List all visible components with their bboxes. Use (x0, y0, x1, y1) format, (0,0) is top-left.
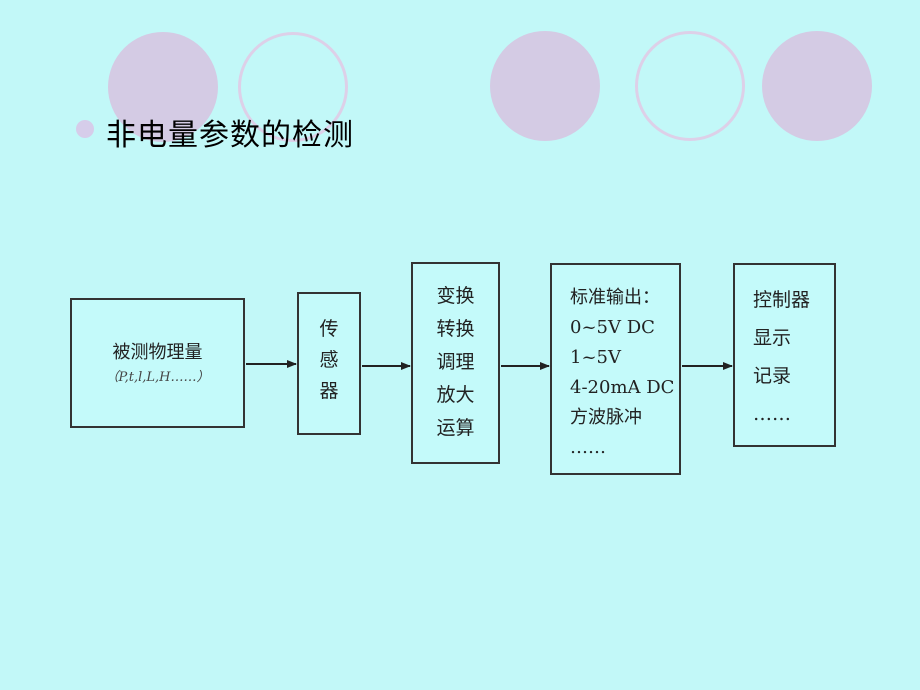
box-standard-output: 标准输出： 0~5V DC 1~5V 4-20mA DC 方波脉冲 …… (550, 263, 681, 475)
slide-heading: 非电量参数的检测 (106, 118, 354, 153)
box3-line: 运算 (436, 417, 475, 439)
decor-circle-outline-1 (238, 32, 348, 142)
box2-line: 传 (319, 318, 339, 340)
box3-line: 变换 (436, 285, 475, 307)
box-sensor: 传 感 器 (297, 292, 361, 435)
box-controller: 控制器 显示 记录 …… (733, 263, 836, 447)
box1-line2: （P,t,l,L,H……） (105, 370, 210, 385)
decor-circle-outline-2 (635, 31, 745, 141)
box5-line: 控制器 (753, 289, 811, 311)
box4-line: 标准输出： (570, 287, 660, 308)
box5-line: 显示 (753, 327, 792, 349)
box2-line: 器 (319, 380, 339, 402)
box4-line: 1~5V (570, 347, 621, 368)
box5-line: …… (753, 403, 791, 425)
decor-circle-filled-2 (490, 31, 600, 141)
box4-line: 4-20mA DC (570, 377, 675, 398)
decor-circle-filled-1 (108, 32, 218, 142)
box3-line: 调理 (436, 351, 475, 373)
box-conversion: 变换 转换 调理 放大 运算 (411, 262, 500, 464)
box2-line: 感 (319, 349, 339, 371)
box4-line: 方波脉冲 (570, 407, 642, 428)
box3-line: 转换 (436, 318, 475, 340)
box3-line: 放大 (436, 384, 475, 406)
box-measured-quantity: 被测物理量 （P,t,l,L,H……） (70, 298, 245, 428)
decor-circle-filled-3 (762, 31, 872, 141)
box1-line1: 被测物理量 (112, 342, 203, 363)
box4-line: …… (570, 437, 606, 458)
box5-line: 记录 (753, 365, 792, 387)
box4-line: 0~5V DC (570, 317, 655, 338)
bullet-icon (76, 120, 94, 138)
